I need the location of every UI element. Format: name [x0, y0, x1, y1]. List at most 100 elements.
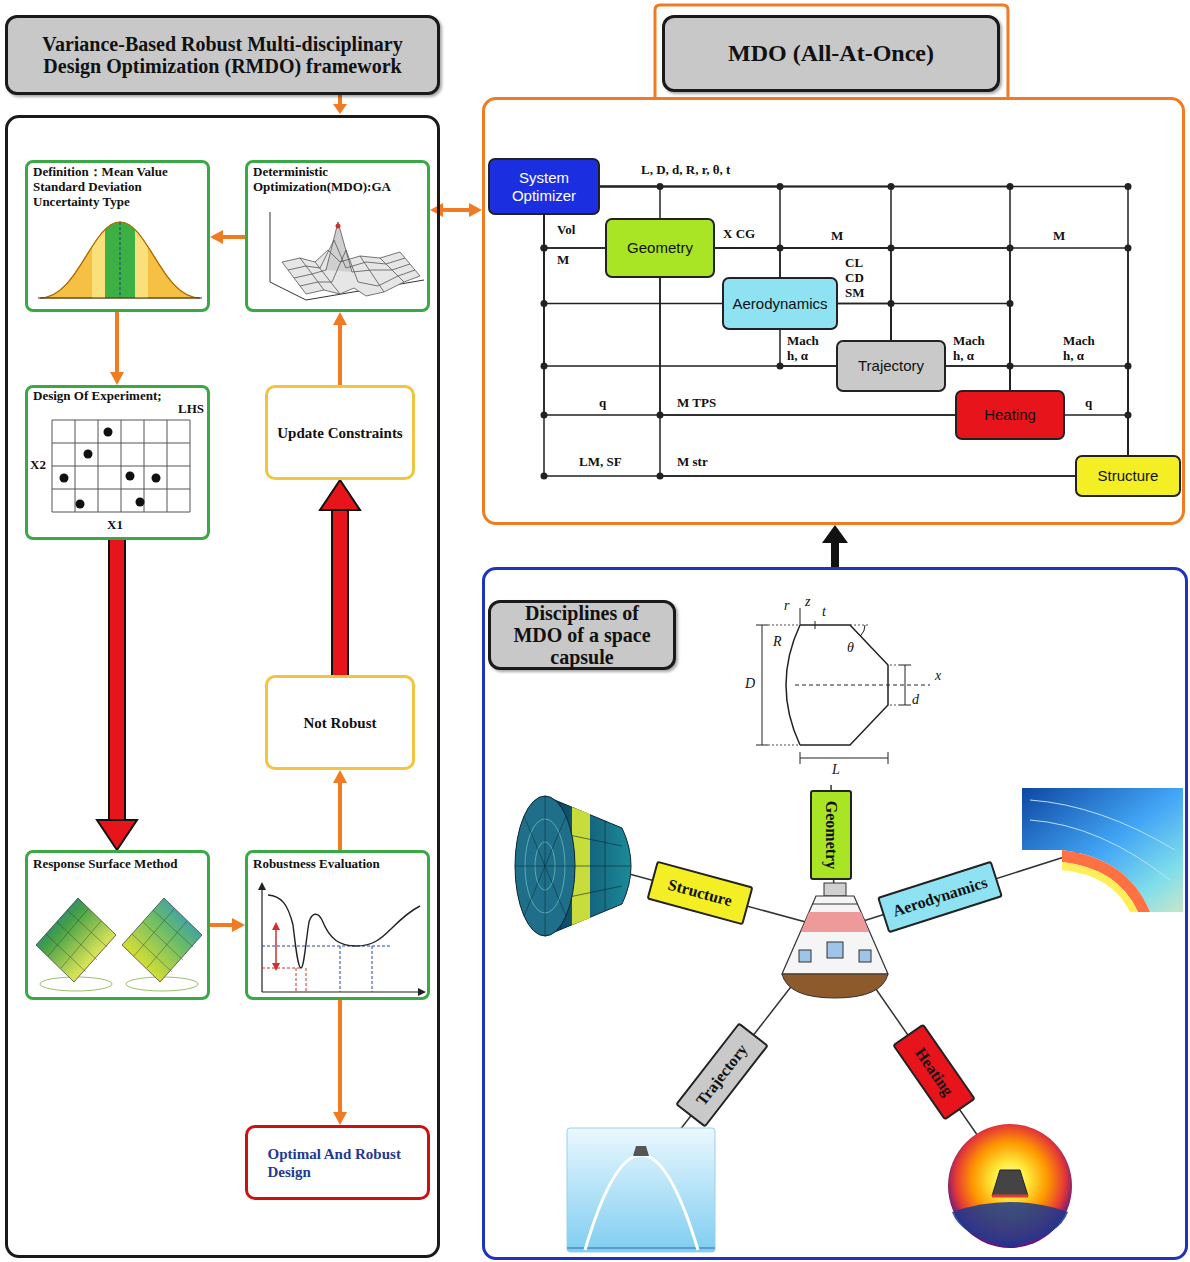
arrow-shaft: [600, 187, 660, 219]
data-line: [600, 183, 1132, 455]
junction-dot: [657, 473, 664, 480]
data-line: [541, 215, 606, 252]
structure-mesh-part: [515, 796, 575, 936]
cfd-field-part: [1062, 862, 1138, 912]
arrow-shaft: [715, 248, 780, 277]
arrow-head: [333, 770, 347, 783]
objective-surface-part: [336, 224, 341, 229]
framework-title: Variance-Based Robust Multi-disciplinary…: [5, 15, 440, 95]
lhs-grid-part: [126, 472, 135, 481]
data-line: [715, 245, 895, 341]
lhs-grid-part: [52, 420, 190, 512]
flow-arrow: [97, 540, 137, 850]
arrow-shaft: [338, 322, 342, 385]
arrow-head: [97, 820, 137, 850]
arrow-shaft: [338, 1000, 342, 1115]
not-robust-box: Not Robust: [265, 675, 415, 770]
dimension-label: x: [934, 668, 942, 684]
data-line: [657, 278, 1076, 480]
objective-surface-part-part: [294, 222, 410, 278]
junction-dot: [1125, 412, 1132, 419]
optimization-box: Deterministic Optimization(MDO):GA: [245, 160, 430, 312]
signal-label: Vol: [556, 222, 576, 237]
junction-dot: [541, 473, 548, 480]
dimension-label: θ: [846, 640, 855, 656]
arrow-shaft: [831, 539, 839, 567]
cfd-field-part: [1030, 800, 1175, 880]
step-heading: Response Surface Method: [33, 856, 205, 876]
heating-picture: [948, 1124, 1072, 1248]
arrow-shaft: [838, 304, 891, 341]
box-text: Aerodynamics: [890, 874, 989, 921]
arrow-head: [430, 203, 443, 217]
discipline-block: Heating: [955, 390, 1065, 440]
junction-dot: [1125, 363, 1132, 370]
heating-picture-part: [992, 1170, 1028, 1196]
flow-arrow: [333, 1000, 347, 1125]
data-line: [600, 183, 664, 218]
spoke-tag: Aerodynamics: [877, 861, 1003, 934]
objective-surface-part-part: [306, 276, 420, 296]
flow-arrow: [210, 230, 245, 244]
objective-surface-part: [282, 250, 420, 296]
mdo-title-frame: [655, 5, 1008, 97]
data-line: [541, 215, 1076, 480]
arrow-shaft: [544, 215, 722, 304]
structure-mesh: [515, 796, 631, 936]
panel-title: Disciplines of MDO of a space capsule: [488, 600, 676, 670]
arrow-shaft: [338, 780, 342, 850]
response-surfaces-part: [122, 898, 202, 982]
arrow-shaft: [544, 215, 605, 248]
dimension-label: R: [772, 634, 783, 650]
arrow-shaft: [780, 330, 836, 366]
capsule-picture-part: [812, 904, 858, 905]
objective-surface-part: [282, 222, 420, 296]
lhs-grid-part: [76, 500, 85, 509]
arrow-head: [110, 372, 124, 385]
robustness-chart-part: [272, 963, 280, 971]
trajectory-picture-part: [633, 1146, 649, 1156]
data-line: [600, 183, 895, 340]
data-line: [715, 245, 784, 278]
response-surfaces-part: [132, 909, 193, 972]
robustness-chart-part: [262, 886, 420, 992]
dimension-label: D: [744, 676, 756, 692]
result-box: Optimal And Robust Design: [245, 1125, 430, 1200]
box-text: Geometry: [627, 239, 693, 256]
arrow-shaft: [110, 540, 124, 826]
framework-panel: Variance-Based Robust Multi-disciplinary…: [5, 115, 440, 1258]
lhs-grid-part: [104, 428, 113, 437]
signal-label: CL CD SM: [844, 255, 870, 300]
spoke-tag: Structure: [647, 861, 754, 926]
arrow-head: [822, 525, 848, 543]
arrow-shaft: [600, 187, 780, 278]
capsule-picture-part: [859, 950, 871, 962]
arrow-shaft: [333, 504, 347, 675]
robustness-chart-part: [258, 882, 266, 890]
box-text: Structure: [1098, 467, 1159, 484]
signal-label: Mach h, α: [786, 333, 832, 363]
arrow-shaft: [600, 187, 891, 341]
structure-mesh-part: [515, 796, 575, 936]
junction-dot: [777, 363, 784, 370]
box-text: Geometry: [822, 801, 840, 869]
discipline-spokes-part: [600, 785, 1080, 1175]
capsule-sketch-part: [899, 665, 911, 705]
discipline-block: Aerodynamics: [722, 277, 838, 330]
optimizer-block: System Optimizer: [488, 158, 600, 215]
title-arrow: [333, 95, 347, 114]
capsule-sketch-part: [890, 665, 899, 705]
box-text: Aerodynamics: [732, 295, 827, 312]
arrow-head: [333, 312, 347, 325]
capsule-sketch: [756, 608, 930, 764]
axis-label: X2: [30, 457, 50, 473]
heating-picture-part: [952, 1202, 1068, 1247]
dimension-label: z: [804, 594, 811, 610]
capsule-sketch-part: [800, 608, 801, 625]
arrow-shaft: [600, 187, 1010, 391]
method-name: LHS: [170, 401, 204, 417]
signal-label: X CG: [722, 226, 756, 241]
box-text: Trajectory: [858, 357, 924, 374]
arrow-shaft: [946, 366, 1010, 390]
flow-arrow: [333, 770, 347, 850]
